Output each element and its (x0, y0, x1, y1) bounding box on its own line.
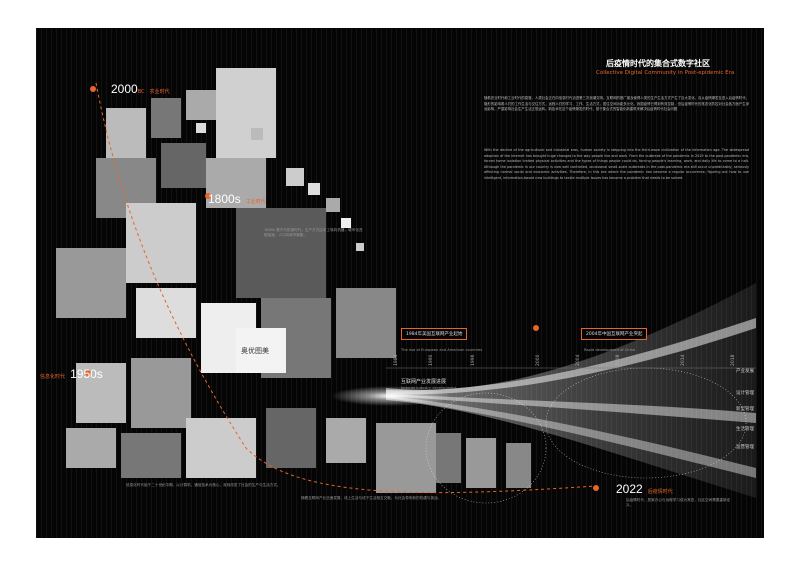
category-5: 运营管理 (736, 445, 754, 450)
category-2: 设计管理 (736, 391, 754, 396)
tick-2018: 2018 (731, 354, 736, 366)
tick-1990: 1990 (429, 354, 434, 366)
note-bottom-right: 后疫情时代，居家办公与远程学习成为常态，社区空间需要重新定义。 (626, 498, 731, 507)
collage-tiles (56, 68, 531, 493)
note-industrial: 1800s 蒸汽与机械时代，生产方式由手工转向机器，城市化进程加速，人口向城市聚… (264, 228, 363, 237)
tick-1996: 1996 (471, 354, 476, 366)
category-1: 产业发展 (736, 369, 754, 374)
callout-2004: 2004年中国互联网产业突起 (581, 328, 648, 340)
internet-progress-label: 互联网产业发展进展 (401, 379, 447, 385)
tick-2014: 2014 (681, 354, 686, 366)
brand-label: 奥优图美 (241, 347, 269, 355)
data-wave-band (386, 283, 756, 498)
internet-progress-label-en: Internet industry development (401, 386, 456, 390)
tick-2008: 2008 (616, 354, 621, 366)
intro-chinese: 随着农业时代和工业时代的衰落，人类社会正在向信息时代迈进第三次浪潮文明。互联网的… (484, 96, 749, 112)
callout-2004-en: Rapid development of China (584, 348, 636, 352)
era-1800s: 1800s 工业时代 (208, 192, 266, 206)
note-bottom-mid: 随着互联网产业迅速发展，线上生活与线下生活相互交融，为社会带来新的机遇与挑战。 (301, 496, 442, 500)
title-english: Collective Digital Community in Post-epi… (596, 70, 735, 76)
era-1950s: 信息化时代 1950s (40, 367, 103, 381)
note-bottom-left: 信息化时代始于二十世纪中期，以计算机、通信技术为核心，深刻改变了社会的生产与生活… (126, 483, 281, 487)
callout-1984: 1984年美国互联网产业起始 (401, 328, 468, 340)
collage-graphic (56, 68, 756, 504)
tick-2004: 2004 (576, 354, 581, 366)
category-4: 生活管理 (736, 427, 754, 432)
intro-english: With the decline of the agricultural and… (484, 148, 749, 180)
tick-2000: 2000 (536, 354, 541, 366)
brand-tile (236, 328, 286, 373)
category-3: 新型管理 (736, 407, 754, 412)
light-flare (331, 386, 451, 406)
era-2000bc: 2000BC 农业时代 (111, 82, 170, 96)
era-path (95, 82, 597, 494)
title-chinese: 后疫情时代的集合式数字社区 (606, 59, 710, 68)
poster-board: 后疫情时代的集合式数字社区 Collective Digital Communi… (36, 28, 764, 538)
era-2022: 2022 后疫情时代 (616, 482, 673, 496)
callout-1984-en: The rise of European and American countr… (401, 348, 483, 352)
tick-1984: 1984 (394, 354, 399, 366)
